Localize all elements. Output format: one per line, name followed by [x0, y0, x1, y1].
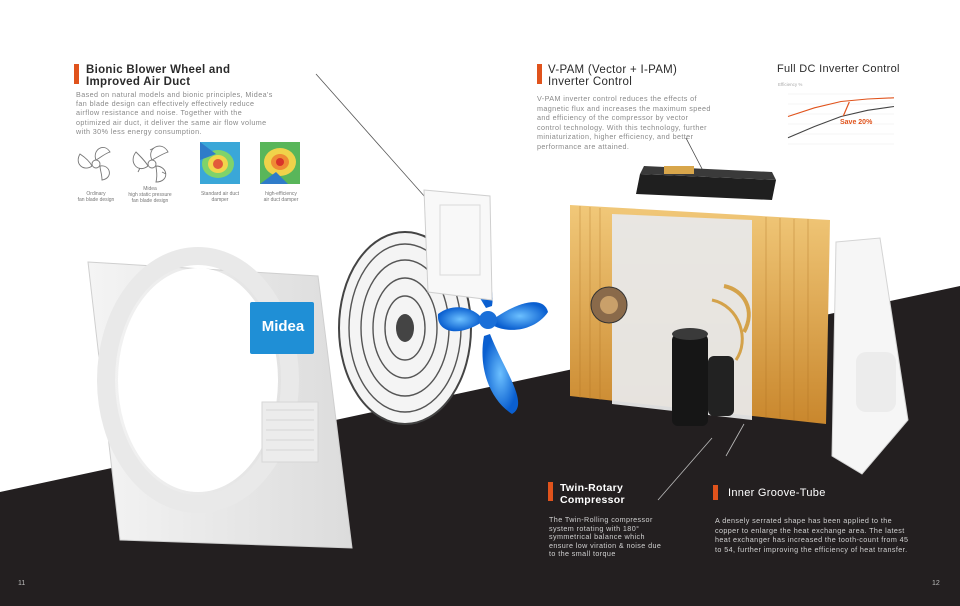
dc-title: Full DC Inverter Control	[777, 63, 900, 75]
caption-midea-fan: Midea high static pressure fan blade des…	[120, 186, 180, 204]
bionic-body-line: airflow resistance and noise. Together w…	[76, 108, 243, 118]
caption-line: high static pressure	[128, 192, 172, 198]
vpam-accent-bar	[537, 64, 542, 84]
midea-logo	[250, 302, 314, 354]
groove-body-line: to 54, further improving the efficiency …	[715, 544, 908, 554]
caption-line: fan blade design	[131, 198, 169, 204]
standard-duct-heatmap	[200, 142, 240, 184]
caption-line: high-efficiency	[265, 191, 297, 197]
compressor-body-line: system rotating with 180°	[549, 523, 640, 533]
compressor-title: Twin-Rotary Compressor	[560, 482, 625, 506]
compressor-body-line: ensure low viration & noise due	[549, 540, 662, 550]
vpam-body-line: control technology. With this technology…	[537, 122, 707, 132]
groove-body-line: A densely serrated shape has been applie…	[715, 516, 893, 525]
bionic-body-line: Based on natural models and bionic princ…	[76, 90, 273, 99]
compressor-accent-bar	[548, 482, 553, 501]
compressor-title-line-2: Compressor	[560, 494, 625, 506]
bionic-accent-bar	[74, 64, 79, 84]
bionic-body-line: with 30% less energy consumption.	[76, 126, 202, 136]
vpam-body-line: V-PAM inverter control reduces the effec…	[537, 94, 697, 103]
groove-title: Inner Groove-Tube	[728, 487, 826, 499]
vpam-body-line: performance are attained.	[537, 141, 630, 151]
caption-line: damper	[211, 197, 229, 203]
vpam-body-line: miniaturization, higher efficiency, and …	[537, 132, 694, 142]
vpam-body-line: and efficiency of the compressor by vect…	[537, 113, 689, 123]
save-label: Save 20%	[840, 119, 873, 126]
caption-line: Ordinary	[86, 191, 106, 197]
groove-accent-bar	[713, 485, 718, 500]
caption-line: air duct damper	[263, 197, 299, 203]
vpam-title: V-PAM (Vector + I-PAM) Inverter Control	[548, 64, 677, 88]
groove-body-line: heat exchanger has increased the tooth-c…	[715, 535, 909, 545]
left-page-number: 11	[18, 580, 26, 587]
front-panel	[87, 247, 353, 549]
bionic-title-line-2: Improved Air Duct	[86, 76, 191, 88]
fan-blade-illustrations	[77, 142, 300, 184]
vpam-body: V-PAM inverter control reduces the effec…	[537, 94, 737, 152]
ordinary-fan-icon	[77, 147, 111, 181]
side-panel	[831, 237, 909, 475]
caption-high-efficiency-duct: high-efficiency air duct damper	[254, 191, 308, 203]
compressor-body-line: to the small torque	[549, 549, 616, 559]
dc-chart-ylabel: Efficiency %	[778, 82, 803, 87]
caption-line: fan blade design	[77, 197, 115, 203]
bionic-body: Based on natural models and bionic princ…	[76, 90, 326, 136]
caption-ordinary-fan: Ordinary fan blade design	[68, 191, 124, 203]
right-page-number: 12	[932, 580, 940, 587]
midea-logo-text: Midea	[261, 318, 305, 335]
caption-line: Midea	[143, 186, 157, 192]
bionic-title-line-1: Bionic Blower Wheel and	[86, 64, 231, 76]
groove-body-line: copper to enlarge the heat exchange area…	[715, 525, 905, 535]
bionic-body-line: fan blade design can effectively effecti…	[76, 99, 255, 109]
fan-motor	[590, 286, 628, 324]
compressor-title-line-1: Twin-Rotary	[560, 482, 624, 494]
control-board	[636, 166, 776, 200]
chart-series-line-1	[787, 105, 895, 139]
partition-frame	[423, 189, 493, 301]
vpam-title-line-1: V-PAM (Vector + I-PAM)	[548, 64, 678, 76]
caption-line: Standard air duct	[200, 191, 240, 197]
chart-save-marker	[842, 101, 850, 117]
chart-series-line-0	[787, 97, 895, 118]
caption-standard-duct: Standard air duct damper	[194, 191, 246, 203]
high-efficiency-duct-heatmap	[260, 142, 300, 184]
bionic-title: Bionic Blower Wheel and Improved Air Duc…	[86, 64, 230, 88]
twin-rotary-compressor	[672, 284, 751, 426]
vpam-title-line-2: Inverter Control	[548, 76, 633, 88]
compressor-body: The Twin-Rolling compressor system rotat…	[549, 515, 679, 559]
compressor-body-line: symmetrical balance which	[549, 532, 645, 542]
vpam-body-line: magnetic flux and increases the maximum …	[537, 103, 711, 113]
compressor-body-line: The Twin-Rolling compressor	[549, 515, 653, 524]
efficiency-chart	[787, 93, 895, 145]
bionic-body-line: optimized air duct, it deliver the same …	[76, 117, 267, 127]
midea-fan-icon	[132, 145, 169, 183]
groove-body: A densely serrated shape has been applie…	[715, 516, 915, 554]
